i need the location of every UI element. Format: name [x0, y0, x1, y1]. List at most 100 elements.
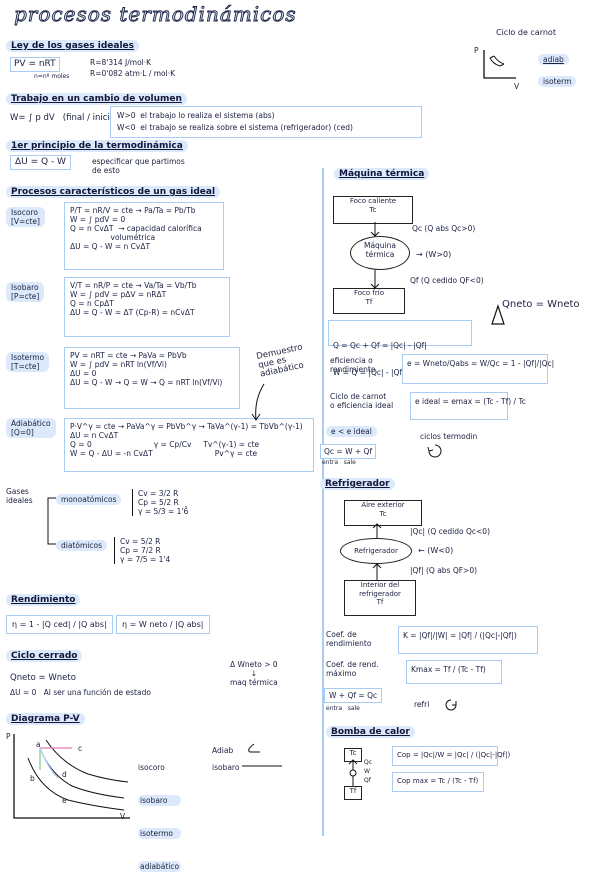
e-less-eideal: e < e ideal	[326, 426, 377, 437]
maquina-qc-eq: Qc = W + Qf	[320, 444, 377, 459]
monoatomicos-label: monoatómicos	[56, 494, 122, 505]
legend-adiabatico: adiabático	[138, 861, 182, 872]
bomba-tc-box: Tc	[344, 748, 362, 762]
carnot-adiab: adiab	[538, 54, 569, 65]
page-title: procesos termodinámicos	[14, 2, 297, 27]
procesos-heading: Procesos característicos de un gas ideal	[6, 186, 221, 198]
gases-bracket	[47, 497, 56, 545]
pv-point-b: b	[30, 774, 35, 783]
maquina-flow-arrows	[370, 222, 380, 289]
maquina-entra-sale: entra sale	[322, 459, 356, 466]
isotermo-box: PV = nRT = cte → PaVa = PbVb W = ∫ pdV =…	[64, 347, 240, 409]
coef-rend-eq: K = |Qf|/|W| = |Qf| / (|Qc|-|Qf|)	[398, 626, 538, 654]
pv-isobaro-note: isobaro	[212, 763, 240, 772]
refrigerador-ellipse: Refrigerador	[340, 538, 412, 564]
monoatomicos-body: Cv = 3/2 R Cp = 5/2 R γ = 5/3 = 1'6̂	[132, 489, 188, 516]
pv-diagram	[13, 734, 130, 819]
maquina-w-eq: W = Q = |Qc| - |Qf|	[333, 368, 405, 377]
eficiencia-label: eficiencia o rendimiento	[330, 356, 376, 374]
maquina-heading: Máquina térmica	[334, 168, 430, 180]
pv-point-d: d	[62, 770, 67, 779]
trabajo-line2: W<0 el trabajo se realiza sobre el siste…	[117, 123, 353, 132]
ciclo-line2: ΔU = 0 Al ser una función de estado	[10, 688, 151, 697]
maquina-qc: Qc (Q abs Qc>0)	[412, 224, 476, 233]
refri-qc: |Qc| (Q cedido Qc<0)	[410, 527, 491, 536]
pv-legend: isocoro isobaro isotermo adiabático	[138, 740, 182, 883]
gases-heading: Ley de los gases ideales	[6, 40, 139, 52]
refri-cycle-icon	[445, 699, 457, 711]
isobaro-label: Isobaro [P=cte]	[6, 282, 45, 302]
trabajo-heading: Trabajo en un cambio de volumen	[6, 93, 187, 105]
gases-r2: R=0'082 atm·L / mol·K	[90, 69, 176, 78]
maquina-q-eq: Q = Qc + Qf = |Qc| - |Qf|	[333, 341, 427, 350]
gases-equation: PV = nRT	[10, 57, 60, 72]
bomba-qc: Qc	[364, 759, 373, 766]
carnot-v-label: V	[514, 82, 520, 91]
refri-entra-sale: entra sale	[326, 705, 360, 712]
diagrama-p-label: P	[6, 732, 11, 741]
refri-balance: W + Qf = Qc	[324, 688, 383, 703]
foco-frio-box: Foco frío Tf	[333, 288, 405, 314]
refri-small-label: refri	[414, 700, 430, 709]
bomba-qf: Qf	[364, 777, 371, 784]
pv-point-a: a	[36, 740, 41, 749]
refri-flow-arrows	[372, 523, 382, 580]
legend-isocoro: isocoro	[138, 763, 165, 772]
coef-max-eq: Kmax = Tf / (Tc - Tf)	[406, 660, 502, 684]
gases-r1: R=8'314 J/mol·K	[90, 58, 152, 67]
carnot-eff-label: Ciclo de carnot o eficiencia ideal	[330, 392, 394, 410]
diatomicos-label: diatómicos	[56, 540, 107, 551]
bomba-tf-box: Tf	[344, 786, 362, 800]
rendimiento-eq1: η = 1 - |Q ced| / |Q abs|	[6, 615, 113, 634]
primer-heading: 1er principio de la termodinámica	[6, 140, 188, 152]
pv-point-c: c	[78, 744, 83, 753]
carnot-p-label: P	[474, 46, 479, 55]
trabajo-equation: W= ∫ p dV (final / inicial)	[10, 113, 121, 123]
diatomicos-body: Cv = 5/2 R Cp = 7/2 R γ = 7/5 = 1'4	[114, 537, 170, 564]
rendimiento-eq2: η = W neto / |Q abs|	[116, 615, 210, 634]
bomba-cop-eq: Cop = |Qc|/W = |Qc| / (|Qc|-|Qf|)	[392, 746, 510, 766]
maquina-qneto: Qneto = Wneto	[502, 299, 580, 310]
ciclo-heading: Ciclo cerrado	[6, 650, 83, 662]
maquina-ellipse: Máquina térmica	[350, 236, 410, 270]
legend-isotermo: isotermo	[138, 828, 182, 839]
refrigerador-heading: Refrigerador	[320, 478, 395, 490]
ciclo-side-note: Δ Wneto > 0 ↓ maq térmica	[230, 660, 278, 687]
trabajo-line1: W>0 el trabajo lo realiza el sistema (ab…	[117, 111, 275, 120]
foco-caliente-box: Foco caliente Tc	[333, 196, 413, 224]
demo-arrow	[251, 383, 265, 421]
refri-w: ← (W<0)	[418, 546, 454, 555]
maquina-balance-box: Q = Qc + Qf = |Qc| - |Qf| W = Q = |Qc| -…	[328, 320, 472, 377]
isocoro-box: P/T = nR/V = cte → Pa/Ta = Pb/Tb W = ∫ p…	[64, 202, 224, 270]
isotermo-label: Isotermo [T=cte]	[6, 352, 50, 372]
ciclo-line1: Qneto = Wneto	[10, 673, 76, 683]
adiabatico-label: Adiabático [Q=0]	[6, 418, 56, 438]
trabajo-box: W>0 el trabajo lo realiza el sistema (ab…	[110, 106, 422, 138]
column-divider	[322, 168, 324, 836]
diagrama-heading: Diagrama P-V	[6, 713, 85, 725]
coef-rend-label: Coef. de rendimiento	[326, 630, 372, 648]
diagrama-v-label: V	[120, 812, 126, 821]
gases-ideales-label: Gases ideales	[6, 487, 33, 505]
isobaro-box: V/T = nR/P = cte → Va/Ta = Vb/Tb W = ∫ p…	[64, 277, 230, 337]
triangle-symbol	[491, 304, 505, 325]
bomba-w: W	[364, 768, 370, 775]
carnot-eff-eq: e ideal = emax = (Tc - Tf) / Tc	[410, 392, 526, 420]
primer-equation: ΔU = Q - W	[10, 155, 71, 170]
maquina-w: → (W>0)	[416, 250, 452, 259]
aire-exterior-box: Aire exterior Tc	[344, 500, 422, 526]
coef-max-label: Coef. de rend. máximo	[326, 660, 379, 678]
bomba-heading: Bomba de calor	[326, 726, 415, 738]
eficiencia-eq: e = Wneto/Qabs = W/Qc = 1 - |Qf|/|Qc|	[402, 354, 554, 384]
carnot-mini-diagram	[483, 50, 516, 79]
interior-refri-box: Interior del refrigerador Tf	[344, 580, 416, 616]
adiabatico-box: P·V^γ = cte → PaVa^γ = PbVb^γ → TaVa^(γ-…	[64, 418, 314, 472]
cycle-icon	[427, 444, 442, 458]
ciclos-termodin: ciclos termodin	[420, 432, 478, 441]
isocoro-label: Isocoro [V=cte]	[6, 207, 45, 227]
pv-point-e: e	[62, 796, 67, 805]
bomba-copmax-eq: Cop max = Tc / (Tc - Tf)	[392, 772, 484, 792]
carnot-title: Ciclo de carnot	[496, 28, 556, 37]
pv-side-marks	[242, 743, 282, 767]
carnot-isoterm: isoterm	[538, 76, 577, 87]
